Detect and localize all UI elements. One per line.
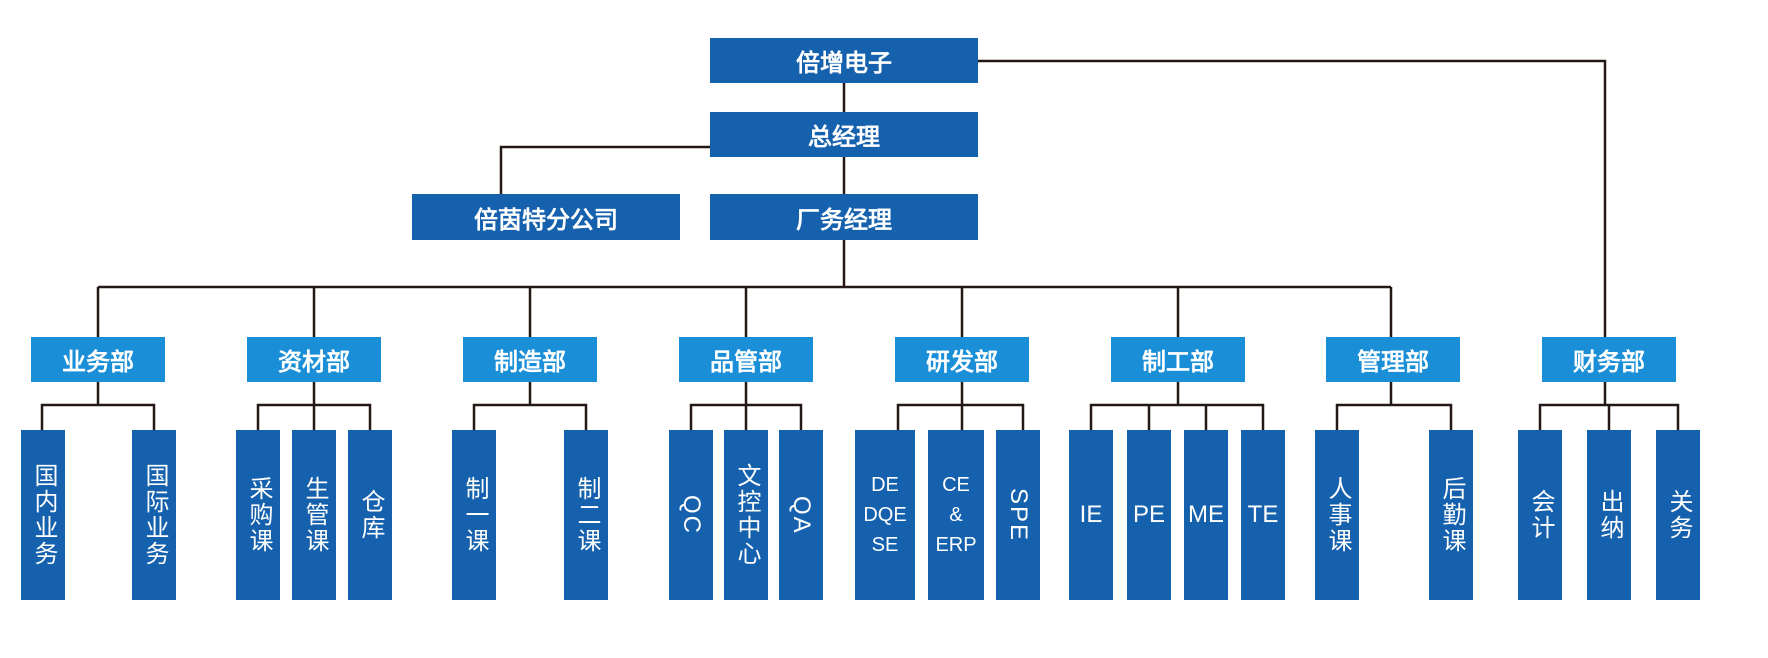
- sub-section-1: 制一课: [452, 430, 496, 600]
- sub-production-control: 生管课: [292, 430, 336, 600]
- sub-document-control: 文控中心: [724, 430, 768, 600]
- sub-label: 国际业务: [141, 463, 168, 567]
- sub-domestic-business: 国内业务: [21, 430, 65, 600]
- sub-qc: QC: [669, 430, 713, 600]
- sub-te: TE: [1241, 430, 1285, 600]
- sub-label: 后勤课: [1438, 476, 1465, 554]
- sub-label: DE DQE SE: [863, 474, 907, 556]
- sub-label: 文控中心: [733, 463, 760, 567]
- company-label: 倍增电子: [796, 50, 892, 77]
- sub-me: ME: [1184, 430, 1228, 600]
- sub-de-dqe-se: DE DQE SE: [855, 430, 915, 600]
- dept-business-label: 业务部: [62, 349, 134, 376]
- dept-materials-label: 资材部: [278, 349, 350, 376]
- sub-international-business: 国际业务: [132, 430, 176, 600]
- dept-rnd: 研发部: [895, 337, 1029, 382]
- sub-label: 国内业务: [30, 463, 57, 567]
- sub-warehouse: 仓库: [348, 430, 392, 600]
- dept-finance-label: 财务部: [1573, 349, 1645, 376]
- sub-logistics: 后勤课: [1429, 430, 1473, 600]
- sub-label: 人事课: [1324, 476, 1351, 554]
- dept-engineering: 制工部: [1111, 337, 1245, 382]
- gm-box: 总经理: [710, 112, 978, 157]
- sub-accounting: 会计: [1518, 430, 1562, 600]
- sub-spe: SPE: [996, 430, 1040, 600]
- dept-engineering-label: 制工部: [1142, 349, 1214, 376]
- sub-label: 制二课: [573, 476, 600, 554]
- sub-purchasing: 采购课: [236, 430, 280, 600]
- sub-label: TE: [1247, 501, 1279, 528]
- dept-finance: 财务部: [1542, 337, 1676, 382]
- sub-label: 生管课: [301, 476, 328, 554]
- sub-label: ME: [1188, 501, 1224, 528]
- sub-label: 仓库: [357, 489, 384, 541]
- sub-label: 关务: [1665, 489, 1692, 541]
- dept-rnd-label: 研发部: [926, 349, 998, 376]
- sub-label: 会计: [1527, 489, 1554, 541]
- dept-management-label: 管理部: [1357, 349, 1429, 376]
- dept-manufacturing-label: 制造部: [494, 349, 566, 376]
- sub-label: IE: [1079, 501, 1103, 528]
- sub-hr: 人事课: [1315, 430, 1359, 600]
- sub-customs: 关务: [1656, 430, 1700, 600]
- sub-label: SPE: [1005, 487, 1032, 543]
- dept-manufacturing: 制造部: [463, 337, 597, 382]
- sub-cashier: 出纳: [1587, 430, 1631, 600]
- dept-quality: 品管部: [679, 337, 813, 382]
- branch-box: 倍茵特分公司: [412, 194, 680, 240]
- dept-materials: 资材部: [247, 337, 381, 382]
- sub-label: CE & ERP: [935, 474, 977, 556]
- sub-label: 出纳: [1596, 489, 1623, 541]
- factory-manager-box: 厂务经理: [710, 194, 978, 240]
- sub-ie: IE: [1069, 430, 1113, 600]
- sub-qa: QA: [779, 430, 823, 600]
- dept-quality-label: 品管部: [710, 349, 782, 376]
- company-box: 倍增电子: [710, 38, 978, 83]
- sub-section-2: 制二课: [564, 430, 608, 600]
- sub-ce-erp: CE & ERP: [928, 430, 984, 600]
- dept-business: 业务部: [31, 337, 165, 382]
- dept-management: 管理部: [1326, 337, 1460, 382]
- sub-label: QA: [788, 495, 815, 535]
- sub-label: 采购课: [245, 476, 272, 554]
- sub-label: 制一课: [461, 476, 488, 554]
- gm-label: 总经理: [808, 124, 880, 151]
- sub-pe: PE: [1127, 430, 1171, 600]
- sub-label: QC: [678, 495, 705, 535]
- sub-label: PE: [1132, 501, 1165, 528]
- branch-label: 倍茵特分公司: [474, 206, 618, 234]
- factory-manager-label: 厂务经理: [796, 206, 892, 234]
